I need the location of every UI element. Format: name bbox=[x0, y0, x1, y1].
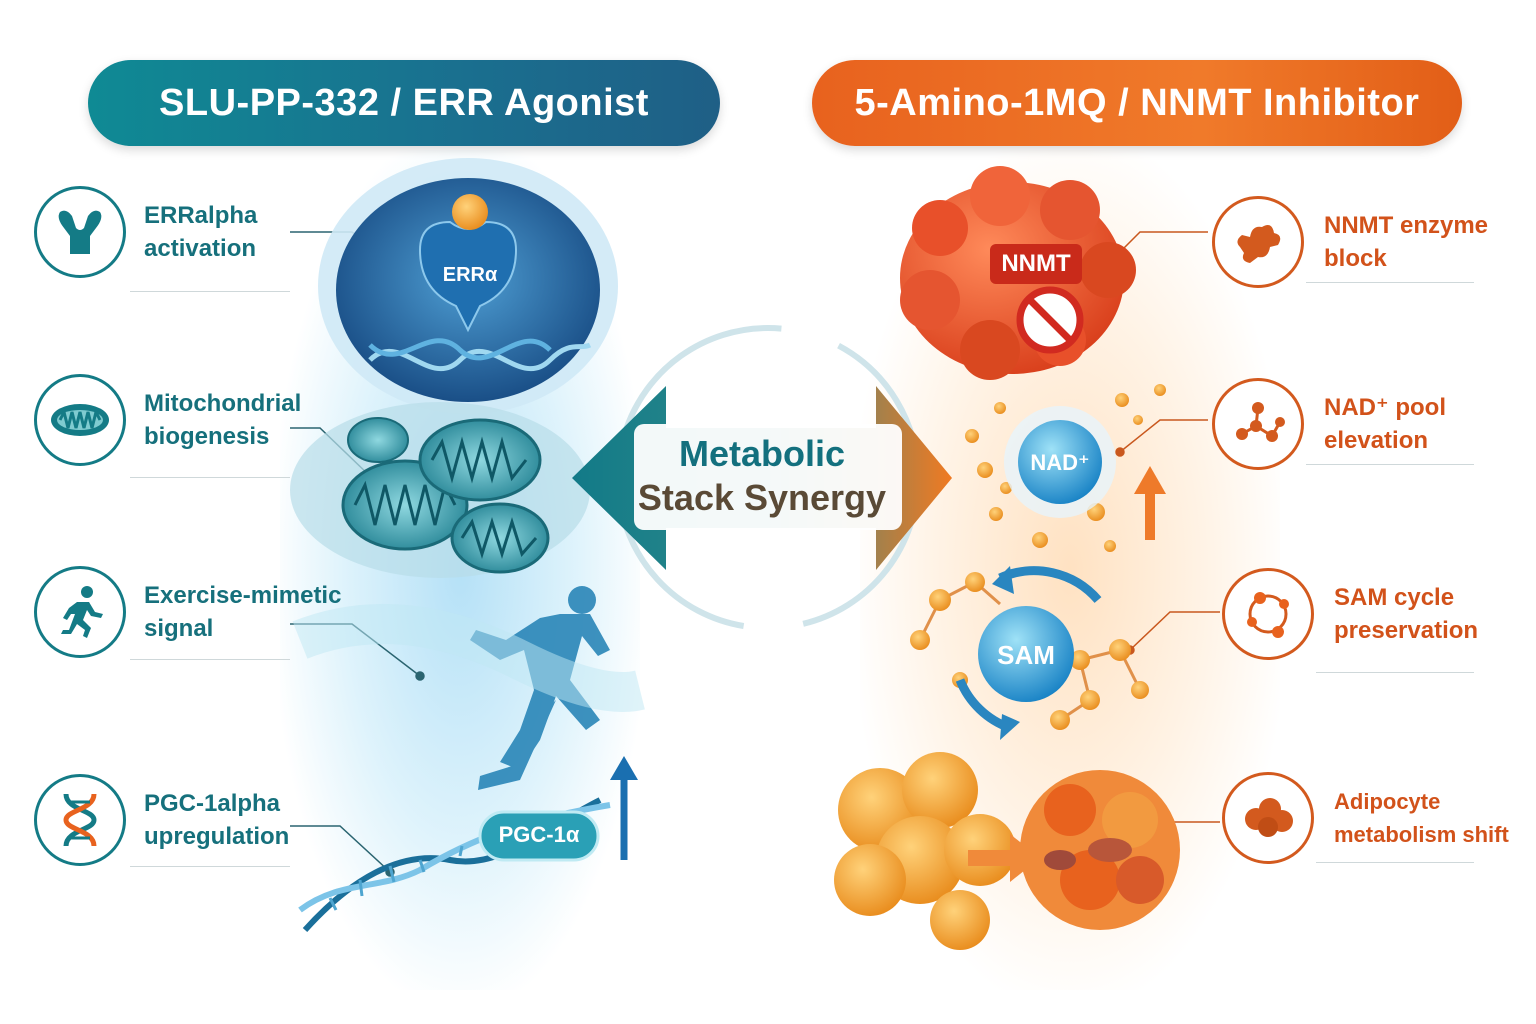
divider bbox=[1316, 672, 1474, 673]
sam-label: SAM bbox=[997, 640, 1055, 670]
center-line1: Metabolic bbox=[678, 433, 846, 474]
feature-nad-pool-elevation: NAD⁺ pool elevation bbox=[1212, 378, 1446, 470]
feature-erralpha-activation: ERRalpha activation bbox=[34, 186, 257, 278]
feature-sam-cycle-preservation: SAM cycle preservation bbox=[1222, 568, 1478, 660]
divider bbox=[130, 659, 290, 660]
center-line2: Stack Synergy bbox=[637, 477, 887, 518]
center-synergy-title: Metabolic Stack Synergy bbox=[612, 432, 912, 520]
divider bbox=[1316, 862, 1474, 863]
divider bbox=[130, 477, 290, 478]
left-header-text: SLU-PP-332 / ERR Agonist bbox=[159, 81, 649, 124]
feature-line1: ERRalpha bbox=[144, 202, 258, 229]
divider bbox=[1306, 464, 1474, 465]
receptor-icon bbox=[34, 186, 126, 278]
feature-line1: SAM cycle bbox=[1334, 584, 1455, 611]
runner-icon bbox=[34, 566, 126, 658]
right-header-text: 5-Amino-1MQ / NNMT Inhibitor bbox=[854, 81, 1420, 124]
mitochondrion-icon bbox=[34, 374, 126, 466]
feature-line2: block bbox=[1324, 245, 1387, 272]
5-amino-1mq-header: 5-Amino-1MQ / NNMT Inhibitor bbox=[812, 60, 1462, 146]
molecule-icon bbox=[1212, 378, 1304, 470]
adipocyte-icon bbox=[1222, 772, 1314, 864]
enzyme-icon bbox=[1212, 196, 1304, 288]
divider bbox=[130, 291, 290, 292]
slu-pp-332-header: SLU-PP-332 / ERR Agonist bbox=[88, 60, 720, 146]
feature-adipocyte-metabolism-shift: Adipocyte metabolism shift bbox=[1222, 772, 1509, 864]
nad-label: NAD⁺ bbox=[1030, 450, 1090, 475]
feature-line1: PGC-1alpha bbox=[144, 790, 281, 817]
feature-line2: activation bbox=[144, 235, 257, 262]
divider bbox=[130, 866, 290, 867]
feature-line1: Mitochondrial bbox=[144, 390, 302, 417]
feature-nnmt-enzyme-block: NNMT enzyme block bbox=[1212, 196, 1488, 288]
dna-icon bbox=[34, 774, 126, 866]
pgc-1a-label: PGC-1α bbox=[498, 822, 580, 847]
feature-line1: Adipocyte bbox=[1334, 789, 1441, 814]
feature-line2: preservation bbox=[1334, 617, 1479, 644]
feature-line1: Exercise-mimetic bbox=[144, 582, 342, 609]
feature-line1: NAD⁺ pool bbox=[1324, 394, 1446, 421]
feature-exercise-mimetic-signal: Exercise-mimetic signal bbox=[34, 566, 341, 658]
feature-line2: signal bbox=[144, 615, 214, 642]
erra-label: ERRα bbox=[442, 264, 498, 286]
feature-line2: upregulation bbox=[144, 823, 290, 850]
feature-line2: metabolism shift bbox=[1334, 822, 1509, 847]
feature-pgc-1alpha-upregulation: PGC-1alpha upregulation bbox=[34, 774, 289, 866]
nnmt-label: NNMT bbox=[1001, 250, 1071, 277]
feature-mitochondrial-biogenesis: Mitochondrial biogenesis bbox=[34, 374, 301, 466]
feature-line2: elevation bbox=[1324, 427, 1429, 454]
divider bbox=[1306, 282, 1474, 283]
feature-line1: NNMT enzyme bbox=[1324, 212, 1489, 239]
cycle-icon bbox=[1222, 568, 1314, 660]
feature-line2: biogenesis bbox=[144, 423, 270, 450]
